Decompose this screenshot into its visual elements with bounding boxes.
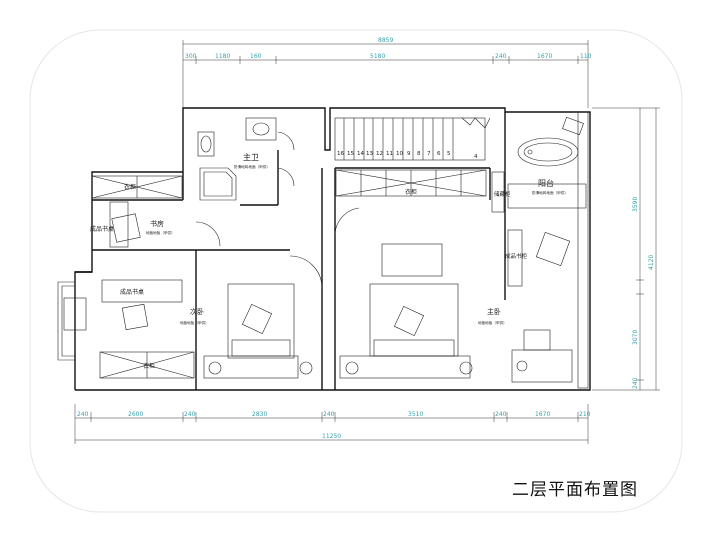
top-dim-4: 5180 <box>370 53 385 60</box>
stair-12: 12 <box>376 151 383 157</box>
bottom-dim-4: 2830 <box>252 411 267 418</box>
stair-8: 8 <box>417 151 421 157</box>
bedroom2-label: 次卧 <box>190 307 204 316</box>
bottom-total-dim: 11250 <box>322 433 341 440</box>
study-wardrobe-label: 衣柜 <box>124 183 136 191</box>
bedroom2-room: 成品书桌 衣柜 次卧 地板地板（甲供） <box>99 255 323 379</box>
outer-walls <box>57 107 591 391</box>
top-dim-1: 300 <box>185 53 197 60</box>
stair-13: 13 <box>366 151 373 157</box>
right-dim-1: 3590 <box>632 197 639 212</box>
bottom-dim-1: 240 <box>77 411 89 418</box>
master-bath-label: 主卫 <box>243 152 259 162</box>
right-dimensions: 3590 4120 3070 240 <box>592 107 660 391</box>
bedroom2-floor-label: 地板地板（甲供） <box>180 320 209 325</box>
bedroom2-wardrobe-label: 衣柜 <box>143 362 155 370</box>
bottom-dimensions: 240 2600 240 2830 240 3510 240 1670 210 … <box>74 404 591 444</box>
right-dim-4: 240 <box>632 377 639 389</box>
master-bedroom-floor-label: 地板地板（甲供） <box>478 320 507 325</box>
bottom-dim-7: 240 <box>495 411 507 418</box>
master-bedroom-room: 衣柜 储藏柜 主卧 地板地板（甲供） 成品书柜 <box>334 169 573 383</box>
stair-11: 11 <box>386 151 393 157</box>
master-wardrobe-label: 衣柜 <box>405 188 417 196</box>
right-dim-3: 3070 <box>632 330 639 345</box>
bottom-dim-8: 1670 <box>535 411 550 418</box>
balcony-label: 阳台 <box>538 178 554 188</box>
stair-10: 10 <box>396 151 403 157</box>
stair-15: 15 <box>347 151 354 157</box>
bottom-dim-9: 210 <box>579 411 591 418</box>
balcony-room: 阳台 防滑地砖地面（甲供） <box>507 111 589 389</box>
top-dimensions: 8859 300 1180 160 5180 240 1670 110 <box>182 37 592 108</box>
top-dim-5: 240 <box>495 53 507 60</box>
stair-6: 6 <box>437 151 441 157</box>
stair-4: 4 <box>474 154 478 160</box>
bottom-dim-3: 240 <box>184 411 196 418</box>
study-floor-label: 地板地板（甲供） <box>146 230 175 235</box>
master-bath-floor-label: 防滑地砖地面（甲供） <box>234 164 270 169</box>
master-bath-fixtures: 主卫 防滑地砖地面（甲供） <box>197 117 295 201</box>
stair-7: 7 <box>427 151 431 157</box>
staircase: 16 15 14 13 12 11 10 9 8 7 6 5 4 <box>334 117 491 161</box>
right-dim-2: 4120 <box>648 255 655 270</box>
bedroom2-desk-label: 成品书桌 <box>120 288 144 296</box>
drawing-title: 二层平面布置图 <box>512 480 638 500</box>
bottom-dim-6: 3510 <box>408 411 423 418</box>
stair-5: 5 <box>447 151 451 157</box>
bottom-dim-5: 240 <box>323 411 335 418</box>
stair-14: 14 <box>357 151 364 157</box>
interior-walls <box>92 112 506 390</box>
master-bedroom-label: 主卧 <box>487 307 501 316</box>
top-dim-7: 110 <box>580 53 592 60</box>
top-dim-2: 1180 <box>215 53 230 60</box>
study-room: 衣柜 成品书桌 书房 地板地板（甲供） <box>90 175 221 248</box>
storage-cabinet-label: 储藏柜 <box>494 190 511 198</box>
top-dim-3: 160 <box>250 53 262 60</box>
top-total-dim: 8859 <box>378 37 393 44</box>
paper-card <box>29 29 683 513</box>
top-dim-6: 1670 <box>537 53 552 60</box>
study-bookcase-label: 成品书桌 <box>90 225 114 233</box>
study-label: 书房 <box>150 219 164 228</box>
stair-16: 16 <box>337 151 344 157</box>
stair-9: 9 <box>407 151 411 157</box>
master-bookcase-label: 成品书柜 <box>505 252 528 260</box>
balcony-floor-label: 防滑地砖地面（甲供） <box>532 190 568 195</box>
bottom-dim-2: 2600 <box>128 411 143 418</box>
